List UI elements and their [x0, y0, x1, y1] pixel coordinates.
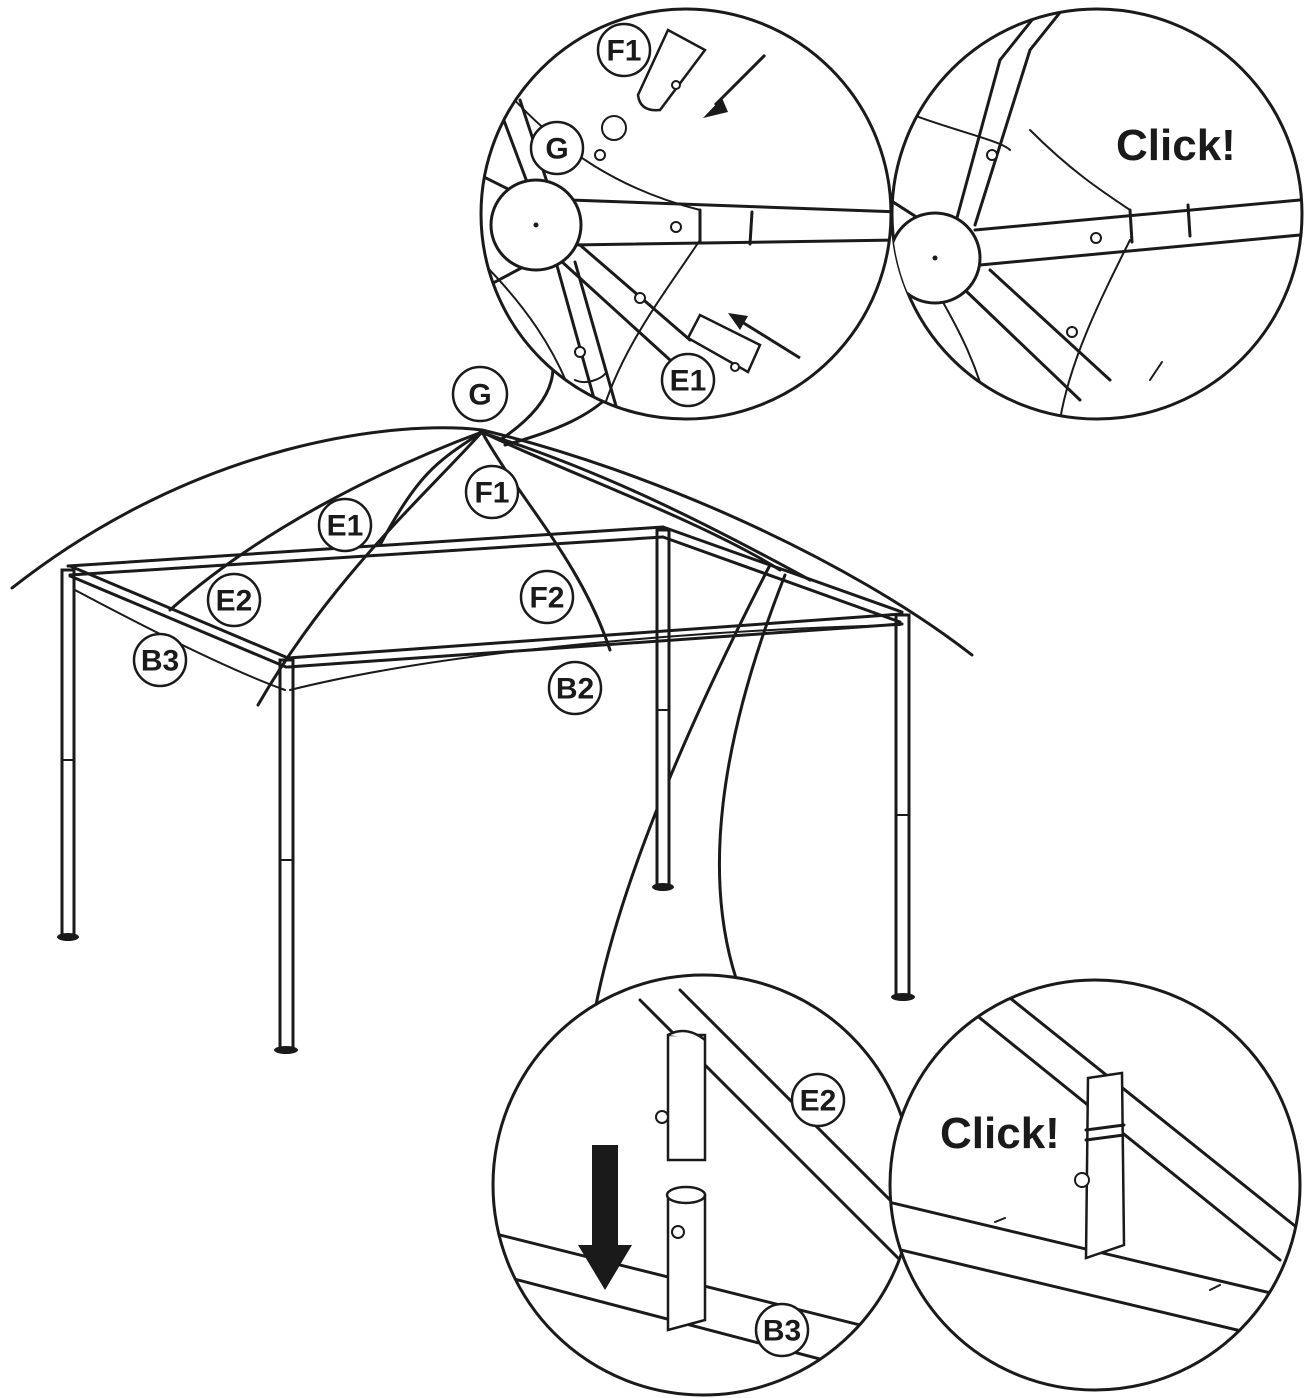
rafter-f2: [480, 430, 612, 652]
label-e2-detail-text: E2: [800, 1085, 837, 1118]
beam-b2: [286, 612, 904, 660]
label-g-detail-text: G: [545, 133, 568, 166]
label-f1-main-text: F1: [474, 477, 509, 510]
label-g-main: G: [451, 365, 509, 423]
label-e1-detail-text: E1: [670, 365, 707, 398]
label-f1-main: F1: [464, 464, 520, 520]
pole-back-left: [60, 568, 76, 937]
label-b2-main: B2: [547, 660, 603, 716]
foot-front-left: [274, 1046, 298, 1054]
foot-back-right: [652, 883, 674, 891]
click-callout-top: Click!: [1116, 121, 1236, 170]
label-e2-main: E2: [206, 572, 262, 628]
beam-right: [661, 525, 904, 614]
beam-b3: [68, 564, 290, 660]
eave-right: [480, 428, 974, 657]
label-f1-detail-text: F1: [606, 35, 641, 68]
label-e1-detail: E1: [660, 352, 716, 408]
foot-back-left: [57, 933, 79, 941]
label-f1-detail: F1: [596, 22, 652, 78]
label-f2-main: F2: [519, 569, 575, 625]
detail-bottom-after: Click!: [888, 978, 1302, 1392]
label-b3-main: B3: [132, 632, 188, 688]
label-e1-main: E1: [317, 497, 373, 553]
label-e2-main-text: E2: [216, 585, 253, 618]
click-callout-bottom: Click!: [940, 1109, 1060, 1158]
label-f2-main-text: F2: [529, 582, 564, 615]
label-b3-detail-text: B3: [763, 1315, 801, 1348]
rafter-e2: [168, 430, 484, 612]
label-b3-detail: B3: [754, 1302, 810, 1358]
pole-front-right: [894, 613, 911, 997]
beam-back: [66, 525, 665, 568]
label-e2-detail: E2: [790, 1072, 846, 1128]
label-b2-main-text: B2: [556, 673, 594, 706]
gazebo-frame: [10, 426, 974, 1054]
label-e1-main-text: E1: [327, 510, 364, 543]
foot-front-right: [891, 993, 915, 1001]
pole-back-right: [655, 528, 671, 887]
label-g-main-text: G: [468, 379, 491, 412]
eave-back-left: [10, 426, 484, 590]
rafter-e1: [256, 430, 484, 707]
detail-top-before: F1 G E1: [479, 7, 893, 421]
label-b3-main-text: B3: [141, 645, 179, 678]
detail-top-after: Click!: [890, 7, 1304, 421]
detail-bottom-before: E2 B3: [491, 973, 915, 1397]
label-g-detail: G: [529, 120, 585, 176]
pole-front-left: [278, 658, 295, 1050]
